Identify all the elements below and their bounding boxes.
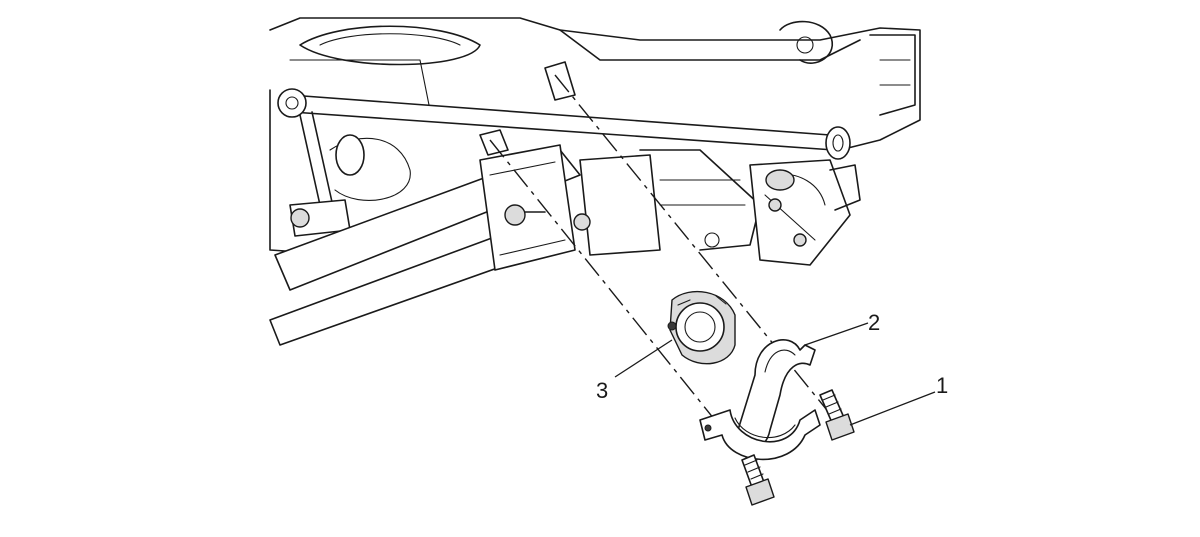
- callout-label-3: 3: [596, 378, 608, 403]
- bolt-upper: [819, 389, 855, 441]
- stabilizer-bar: [277, 88, 851, 160]
- callout-label-1: 1: [936, 373, 948, 398]
- callout-label-2: 2: [868, 310, 880, 335]
- right-suspension: [749, 159, 861, 266]
- callout-leaders: [614, 322, 936, 426]
- stabilizer-bushing: [667, 290, 736, 365]
- bolt-lower: [741, 454, 775, 506]
- center-bracket-assembly: [479, 144, 761, 271]
- lower-strap: [699, 409, 821, 461]
